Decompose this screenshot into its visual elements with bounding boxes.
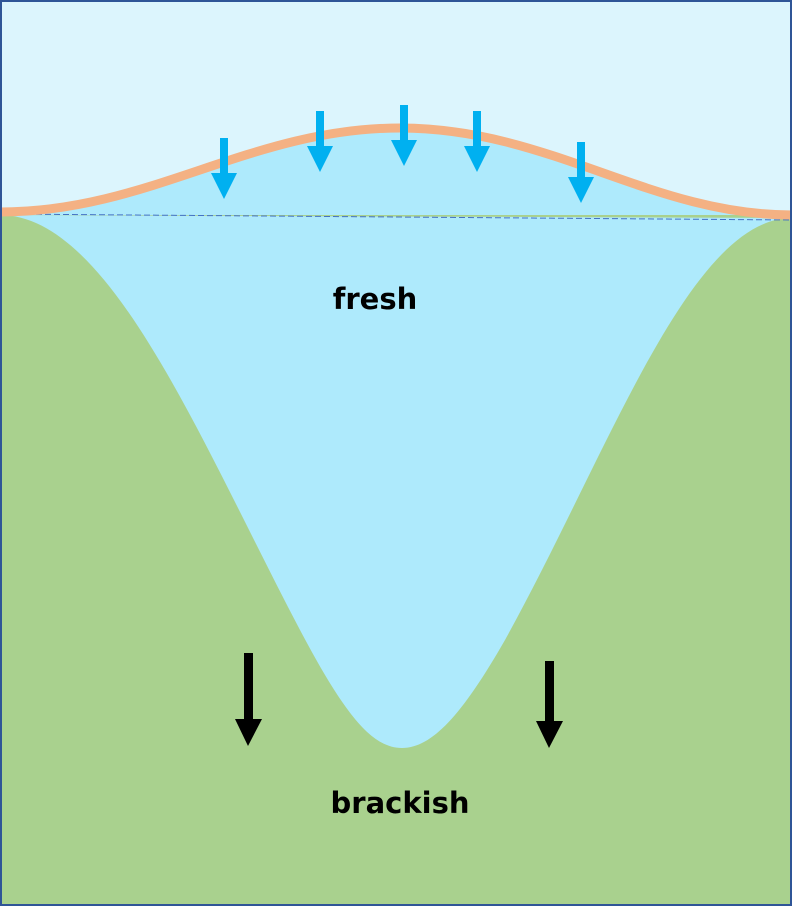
recharge-arrow-icon [464,111,490,172]
brackish-label: brackish [330,786,470,820]
recharge-arrow-icon [307,111,333,172]
recharge-arrow-icon [568,142,594,203]
downward-flow-arrow-icon [235,653,262,746]
recharge-arrow-icon [391,105,417,166]
fresh-label: fresh [332,282,418,316]
fresh-water-above-sea-level [0,128,792,240]
recharge-arrow-icon [211,138,237,199]
downward-flow-arrow-icon [536,661,563,748]
sea-level-line [0,213,793,221]
fresh-water-lens [0,215,792,748]
